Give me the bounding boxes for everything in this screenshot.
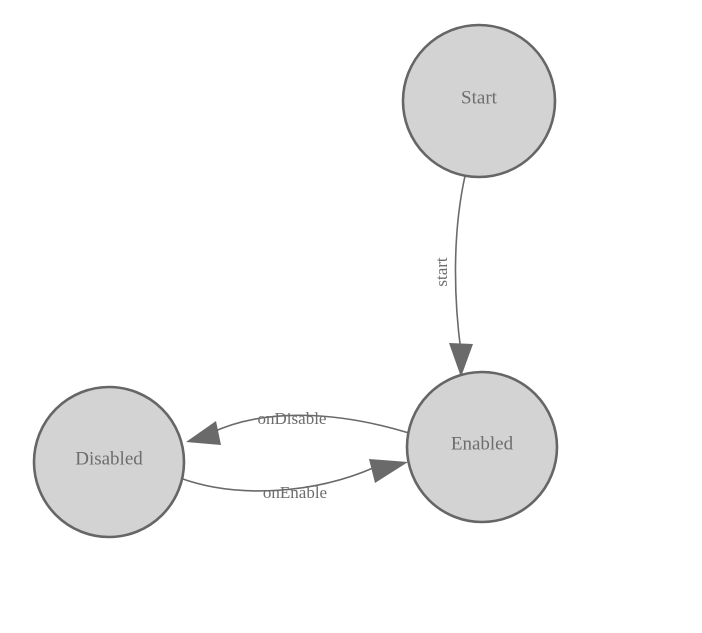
edge-disabled-to-enabled[interactable]: onEnable [179,459,408,502]
arrowhead-into-enabled-left [369,459,408,483]
node-enabled[interactable]: Enabled [405,370,559,524]
edge-label-start: start [432,257,451,287]
edge-enabled-to-disabled[interactable]: onDisable [186,409,410,445]
edge-label-onenable: onEnable [263,483,327,502]
edge-label-ondisable: onDisable [258,409,327,428]
node-disabled[interactable]: Disabled [32,385,186,539]
edge-disabled-to-enabled-path [179,467,374,492]
node-enabled-label: Enabled [451,433,514,454]
arrowhead-into-disabled [186,421,221,445]
edge-start-to-enabled[interactable]: start [432,175,473,377]
node-enabled-circle [405,370,559,524]
node-start-label: Start [461,87,498,108]
edge-start-to-enabled-path [454,175,466,353]
edge-enabled-to-disabled-path [210,414,410,434]
arrowhead-into-enabled-top [449,343,473,377]
node-start-circle [401,23,557,179]
node-start[interactable]: Start [401,23,557,179]
node-disabled-circle [32,385,186,539]
node-disabled-label: Disabled [75,448,143,469]
